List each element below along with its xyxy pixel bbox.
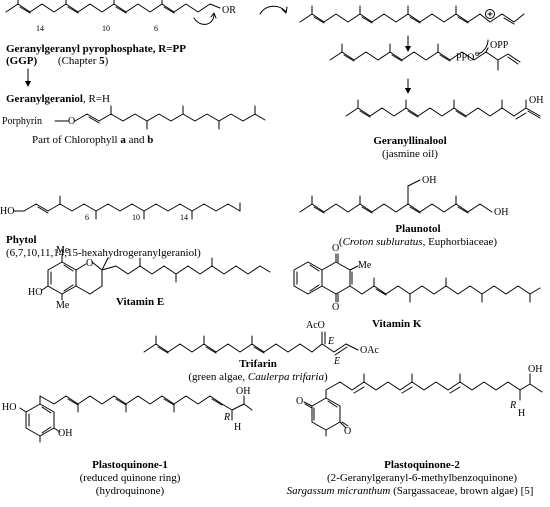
ppo-label: PPO⊖ bbox=[456, 50, 481, 64]
phytol-carbon-number-6: 6 bbox=[85, 213, 89, 222]
geranyllinalool-oh-label: OH bbox=[529, 95, 544, 106]
pq1-sub2: (hydroquinone) bbox=[95, 485, 165, 497]
phytol-structure bbox=[13, 195, 241, 220]
trifarin-aco-label: AcO bbox=[306, 320, 325, 331]
vitamin-e-ring-o: O bbox=[86, 258, 94, 269]
plastoquinone-2-structure bbox=[303, 373, 543, 437]
pq1-name: Plastoquinone-1 bbox=[92, 459, 168, 471]
reaction-arrow-curved bbox=[259, 5, 288, 15]
trifarin-source: (green algae, Caulerpa trifaria) bbox=[188, 371, 328, 383]
geranylgeraniol-name: Geranylgeraniol bbox=[6, 93, 83, 105]
geranyllinalool-source: (jasmine oil) bbox=[382, 148, 438, 160]
trifarin-e-descriptor-1: E bbox=[328, 336, 335, 347]
vitamin-e-ho: HO bbox=[28, 287, 43, 298]
ggp-chapter-suffix: ) bbox=[104, 55, 109, 67]
pq1-r-descriptor: R bbox=[224, 412, 231, 423]
geranylgeraniol-r: , R=H bbox=[83, 93, 110, 105]
phytol-carbon-number-10: 10 bbox=[132, 213, 140, 222]
chlorophyll-a: a bbox=[120, 134, 126, 146]
carbocation-structure bbox=[299, 5, 525, 55]
trifarin-structure bbox=[143, 331, 359, 356]
porphyrin-label: Porphyrin bbox=[2, 116, 42, 127]
trifarin-oac-label: OAc bbox=[360, 345, 379, 356]
ggp-carbon-number-14: 14 bbox=[36, 24, 44, 33]
linalyl-pp-structure bbox=[329, 43, 521, 71]
ggp-chapter-number: 5 bbox=[99, 55, 105, 67]
pq1-sub1: (reduced quinone ring) bbox=[79, 472, 181, 484]
pq1-top-oh-label: OH bbox=[236, 386, 251, 397]
trifarin-name: Trifarin bbox=[239, 358, 277, 370]
pq2-o-left: O bbox=[296, 396, 304, 407]
vitamin-e-name: Vitamin E bbox=[116, 296, 165, 308]
plaunotol-oh-2-label: OH bbox=[494, 207, 509, 218]
geranylgeraniol-line: Geranylgeraniol, R=H bbox=[6, 93, 110, 105]
ggp-name: Geranylgeranyl pyrophosphate, R=PP bbox=[6, 43, 186, 55]
phytol-synonym: (6,7,10,11,14,15-hexahydrogeranylgeranio… bbox=[6, 247, 201, 259]
phytol-ho-label: HO bbox=[0, 206, 15, 217]
chlorophyll-chain bbox=[54, 105, 266, 130]
chlorophyll-and: and bbox=[125, 134, 148, 146]
pq2-name: Plastoquinone-2 bbox=[384, 459, 460, 471]
ggp-chapter-prefix: (Chapter bbox=[57, 55, 100, 67]
vitamin-k-me: Me bbox=[358, 260, 372, 271]
vitamin-k-structure bbox=[293, 253, 541, 303]
vitamin-e-me-top: Me bbox=[56, 245, 70, 256]
phytol-name: Phytol bbox=[6, 234, 37, 246]
pq2-oh-label: OH bbox=[528, 364, 543, 375]
plaunotol-oh-1-label: OH bbox=[422, 175, 437, 186]
ggp-name-line: Geranylgeranyl pyrophosphate, R=PP bbox=[6, 43, 186, 55]
ggp-or-label: OR bbox=[222, 5, 236, 16]
chlorophyll-caption-prefix: Part of Chlorophyll bbox=[32, 134, 121, 146]
trifarin-e-descriptor-2: E bbox=[334, 356, 341, 367]
plaunotol-name: Plaunotol bbox=[395, 223, 441, 235]
ggp-abbreviation: (GGP) bbox=[6, 55, 38, 67]
pq2-sub2: Sargassum micranthum (Sargassaceae, brow… bbox=[286, 485, 534, 497]
vitamin-k-o-top: O bbox=[332, 243, 340, 254]
arrow-down-2 bbox=[405, 78, 411, 94]
plaunotol-structure bbox=[299, 179, 493, 214]
pq2-sub1: (2-Geranylgeranyl-6-methylbenzoquinone) bbox=[327, 472, 517, 484]
arrow-down-1 bbox=[405, 35, 411, 52]
chlorophyll-caption: Part of Chlorophyll a and b bbox=[32, 134, 153, 146]
ggp-structure bbox=[5, 0, 221, 25]
plaunotol-source: (Croton subluratus, Euphorbiaceae) bbox=[338, 236, 498, 248]
geranyllinalool-structure bbox=[345, 99, 541, 120]
pq2-r-descriptor: R bbox=[510, 400, 517, 411]
plastoquinone-1-structure bbox=[19, 395, 253, 443]
phytol-carbon-number-14: 14 bbox=[180, 213, 188, 222]
pq1-h-label: H bbox=[234, 422, 242, 433]
arrow-ggp-to-geranylgeraniol bbox=[25, 68, 31, 87]
pq1-ho-label: HO bbox=[2, 402, 17, 413]
geranyllinalool-name: Geranyllinalool bbox=[373, 135, 447, 147]
opp-label: OPP bbox=[490, 40, 509, 51]
vitamin-k-name: Vitamin K bbox=[372, 318, 422, 330]
vitamin-k-o-bottom: O bbox=[332, 302, 340, 313]
vitamin-e-me-bottom: Me bbox=[56, 300, 70, 311]
vitamin-e-structure bbox=[41, 255, 271, 301]
ggp-abbr-line: (GGP) (Chapter 5) bbox=[6, 55, 108, 67]
chlorophyll-b: b bbox=[147, 134, 154, 146]
ggp-carbon-number-6: 6 bbox=[154, 24, 158, 33]
ggp-carbon-number-10: 10 bbox=[102, 24, 110, 33]
chlorophyll-o-label: O bbox=[68, 116, 76, 127]
pq1-oh-label: OH bbox=[58, 428, 73, 439]
pq2-o-right: O bbox=[344, 426, 352, 437]
pq2-h-label: H bbox=[518, 408, 526, 419]
